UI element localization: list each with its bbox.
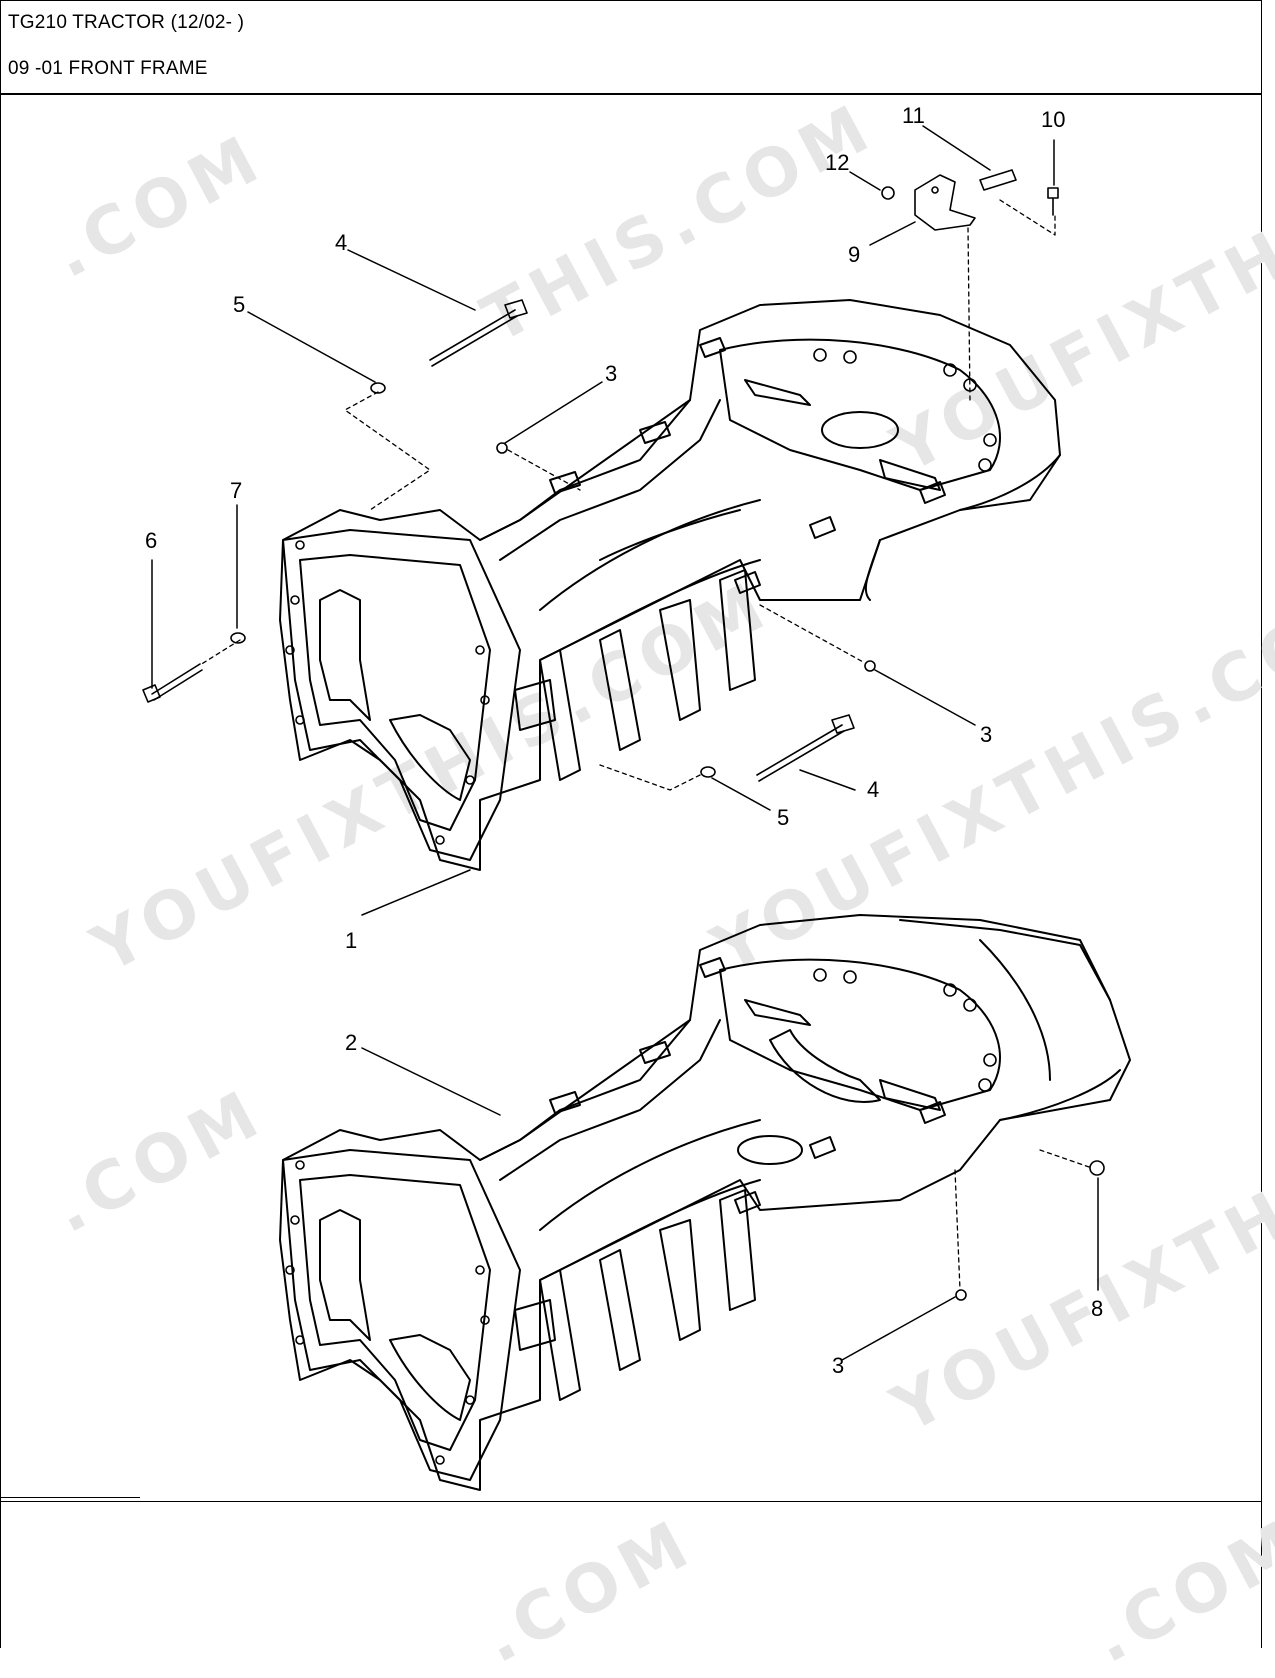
bolt-part-11 bbox=[979, 169, 1017, 191]
callout-4-lower: 4 bbox=[867, 777, 879, 802]
callout-5-upper: 5 bbox=[233, 292, 245, 317]
footer-line bbox=[0, 1501, 1262, 1502]
front-frame-upper bbox=[279, 299, 1061, 871]
assembly-lines bbox=[199, 199, 1093, 1291]
page-header: TG210 TRACTOR (12/02- ) 09 -01 FRONT FRA… bbox=[0, 0, 1262, 95]
front-frame-lower bbox=[279, 914, 1131, 1491]
callout-numbers: 1 2 3 3 3 4 4 5 5 6 7 8 9 10 11 12 bbox=[145, 103, 1103, 1378]
page-frame bbox=[0, 0, 1262, 1648]
exploded-parts-diagram: 1 2 3 3 3 4 4 5 5 6 7 8 9 10 11 12 bbox=[142, 103, 1131, 1491]
callout-10: 10 bbox=[1041, 107, 1065, 132]
callout-3-upper: 3 bbox=[605, 361, 617, 386]
callout-11: 11 bbox=[902, 103, 925, 128]
model-title: TG210 TRACTOR (12/02- ) bbox=[8, 12, 245, 33]
long-bolt-part-4-upper bbox=[429, 309, 518, 367]
callout-1: 1 bbox=[345, 928, 357, 953]
callout-8: 8 bbox=[1091, 1296, 1103, 1321]
callout-5-lower: 5 bbox=[777, 805, 789, 830]
washer-part-5-upper bbox=[370, 382, 386, 394]
callout-12: 12 bbox=[825, 150, 849, 175]
leader-lines bbox=[151, 125, 1099, 1361]
callout-3-right: 3 bbox=[980, 722, 992, 747]
callout-6: 6 bbox=[145, 528, 157, 553]
nut-part-3-a bbox=[496, 442, 508, 454]
nut-part-3-b bbox=[864, 660, 876, 672]
nut-part-12 bbox=[881, 186, 895, 200]
washer-part-5-lower bbox=[700, 766, 716, 778]
bolt-part-6 bbox=[151, 663, 203, 701]
callout-7: 7 bbox=[230, 478, 242, 503]
bolt-part-10 bbox=[1047, 187, 1059, 216]
nut-part-3-c bbox=[955, 1289, 967, 1301]
callout-3-lower: 3 bbox=[832, 1353, 844, 1378]
footer-stub-line bbox=[0, 1497, 140, 1498]
section-title: 09 -01 FRONT FRAME bbox=[8, 58, 208, 79]
washer-part-7 bbox=[230, 632, 246, 644]
callout-9: 9 bbox=[848, 242, 860, 267]
bracket-part-9 bbox=[914, 174, 976, 231]
nut-part-8 bbox=[1089, 1160, 1105, 1176]
hardware bbox=[142, 169, 1105, 1301]
long-bolt-part-4-lower bbox=[756, 724, 845, 782]
callout-2: 2 bbox=[345, 1030, 357, 1055]
callout-4-upper: 4 bbox=[335, 230, 347, 255]
